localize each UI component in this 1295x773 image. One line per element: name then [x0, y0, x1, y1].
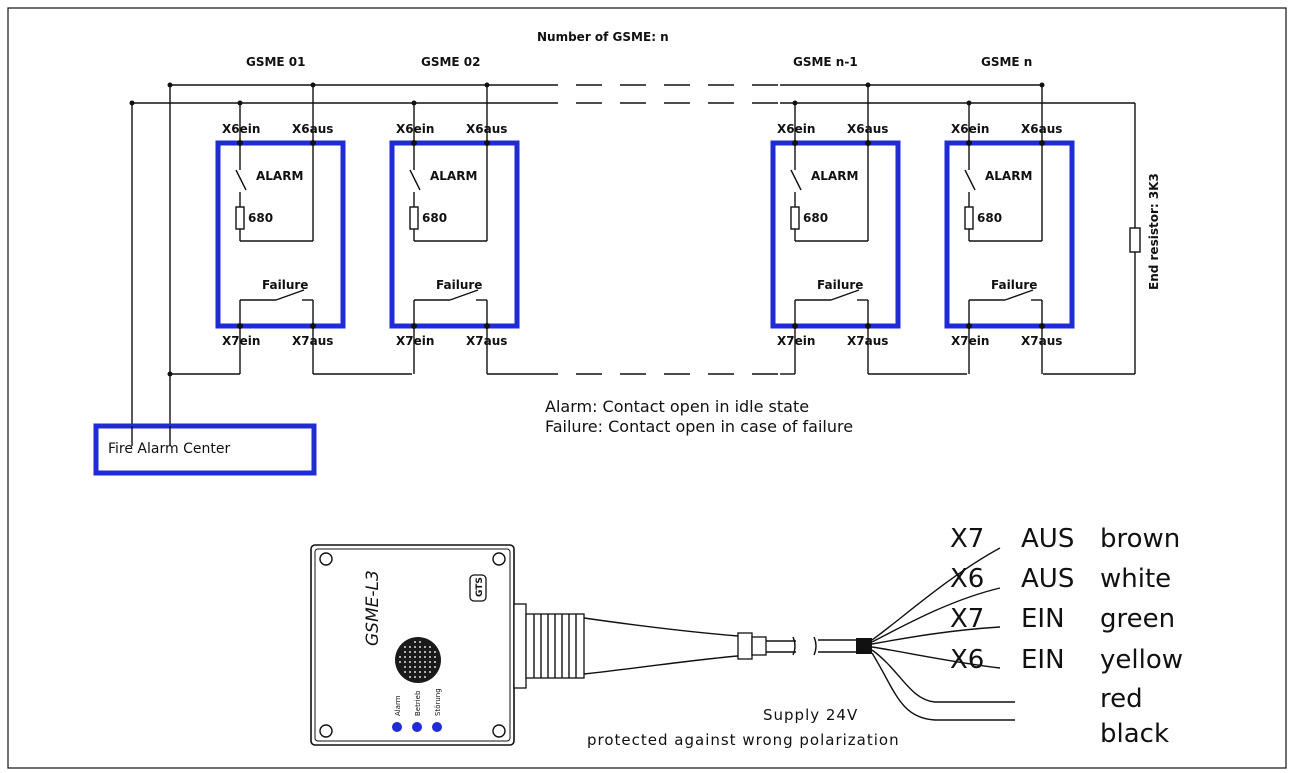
module-frame	[944, 140, 1075, 329]
module-title-3: GSME n-1	[793, 55, 858, 69]
resistor-label: 680	[248, 211, 273, 225]
wire-label-row: X6 AUS white	[950, 564, 1171, 594]
alarm-contact-label: ALARM	[985, 169, 1032, 183]
terminal-x7-out-label: X7aus	[466, 334, 507, 348]
speaker-grille-icon	[395, 637, 441, 683]
failure-contact-label: Failure	[817, 278, 863, 292]
module-title-1: GSME 01	[246, 55, 306, 69]
wire-color: black	[1100, 719, 1169, 749]
terminal-x6-out-label: X6aus	[1021, 122, 1062, 136]
wire-label-row: red	[1100, 684, 1143, 714]
wire-color: green	[1100, 604, 1175, 634]
wire-terminal: X7	[950, 524, 984, 554]
terminal-x7-in-label: X7ein	[777, 334, 815, 348]
led-label: Alarm	[394, 695, 402, 716]
terminal-x6-out-label: X6aus	[466, 122, 507, 136]
wire-label-row: X7 EIN green	[950, 604, 1175, 634]
alarm-contact-label: ALARM	[256, 169, 303, 183]
resistor-label: 680	[977, 211, 1002, 225]
end-resistor-label: End resistor: 3K3	[1147, 173, 1161, 290]
terminal-x6-in-label: X6ein	[951, 122, 989, 136]
note-alarm: Alarm: Contact open in idle state	[545, 397, 809, 416]
supply-polarity-label: protected against wrong polarization	[587, 731, 900, 749]
device-drawing: GSME-L3 GTS Alarm Betrieb Störung	[310, 544, 1015, 746]
wire-label-row: X7 AUS brown	[950, 524, 1180, 554]
page-border	[7, 7, 1287, 769]
device-logo-text: GTS	[475, 577, 485, 597]
terminal-x6-in-label: X6ein	[222, 122, 260, 136]
failure-contact-label: Failure	[991, 278, 1037, 292]
terminal-x6-out-label: X6aus	[292, 122, 333, 136]
wire-label-row: X6 EIN yellow	[950, 645, 1183, 675]
alarm-contact-label: ALARM	[811, 169, 858, 183]
terminal-x6-in-label: X6ein	[396, 122, 434, 136]
wire-direction: EIN	[1021, 645, 1065, 675]
wire-label-row: black	[1100, 719, 1169, 749]
led-label: Betrieb	[414, 690, 422, 716]
wire-direction: AUS	[1021, 564, 1074, 594]
module-frame	[770, 140, 901, 329]
alarm-contact-label: ALARM	[430, 169, 477, 183]
note-failure: Failure: Contact open in case of failure	[545, 417, 853, 436]
fire-alarm-center-label: Fire Alarm Center	[108, 441, 230, 457]
wire-color: yellow	[1100, 645, 1183, 675]
module-frame	[389, 140, 520, 329]
gsme-count-label: Number of GSME: n	[537, 30, 669, 44]
wire-terminal: X6	[950, 645, 984, 675]
status-led: Störung	[432, 688, 442, 732]
mount-hole-icon	[319, 552, 333, 566]
terminal-x7-out-label: X7aus	[1021, 334, 1062, 348]
led-icon	[432, 722, 442, 732]
wire-color: brown	[1100, 524, 1180, 554]
resistor-label: 680	[422, 211, 447, 225]
module-title-2: GSME 02	[421, 55, 481, 69]
status-led: Betrieb	[412, 690, 422, 732]
status-led: Alarm	[392, 695, 402, 732]
wire-direction: EIN	[1021, 604, 1065, 634]
terminal-x6-in-label: X6ein	[777, 122, 815, 136]
fire-alarm-center-box	[93, 423, 317, 476]
wire-color: white	[1100, 564, 1171, 594]
led-icon	[412, 722, 422, 732]
mount-hole-icon	[492, 552, 506, 566]
mount-hole-icon	[319, 724, 333, 738]
terminal-x7-out-label: X7aus	[292, 334, 333, 348]
wire-terminal: X7	[950, 604, 984, 634]
terminal-x7-in-label: X7ein	[951, 334, 989, 348]
terminal-x7-out-label: X7aus	[847, 334, 888, 348]
failure-contact-label: Failure	[262, 278, 308, 292]
module-title-4: GSME n	[981, 55, 1032, 69]
resistor-label: 680	[803, 211, 828, 225]
logo-badge	[469, 574, 487, 602]
module-frame	[215, 140, 346, 329]
terminal-x7-in-label: X7ein	[222, 334, 260, 348]
wire-terminal: X6	[950, 564, 984, 594]
terminal-x7-in-label: X7ein	[396, 334, 434, 348]
supply-voltage-label: Supply 24V	[763, 706, 858, 724]
device-name-label: GSME-L3	[363, 570, 383, 646]
bus-wiring	[129, 82, 1141, 428]
terminal-x6-out-label: X6aus	[847, 122, 888, 136]
mount-hole-icon	[492, 724, 506, 738]
led-icon	[392, 722, 402, 732]
failure-contact-label: Failure	[436, 278, 482, 292]
led-label: Störung	[434, 688, 442, 716]
wire-direction: AUS	[1021, 524, 1074, 554]
wire-color: red	[1100, 684, 1143, 714]
